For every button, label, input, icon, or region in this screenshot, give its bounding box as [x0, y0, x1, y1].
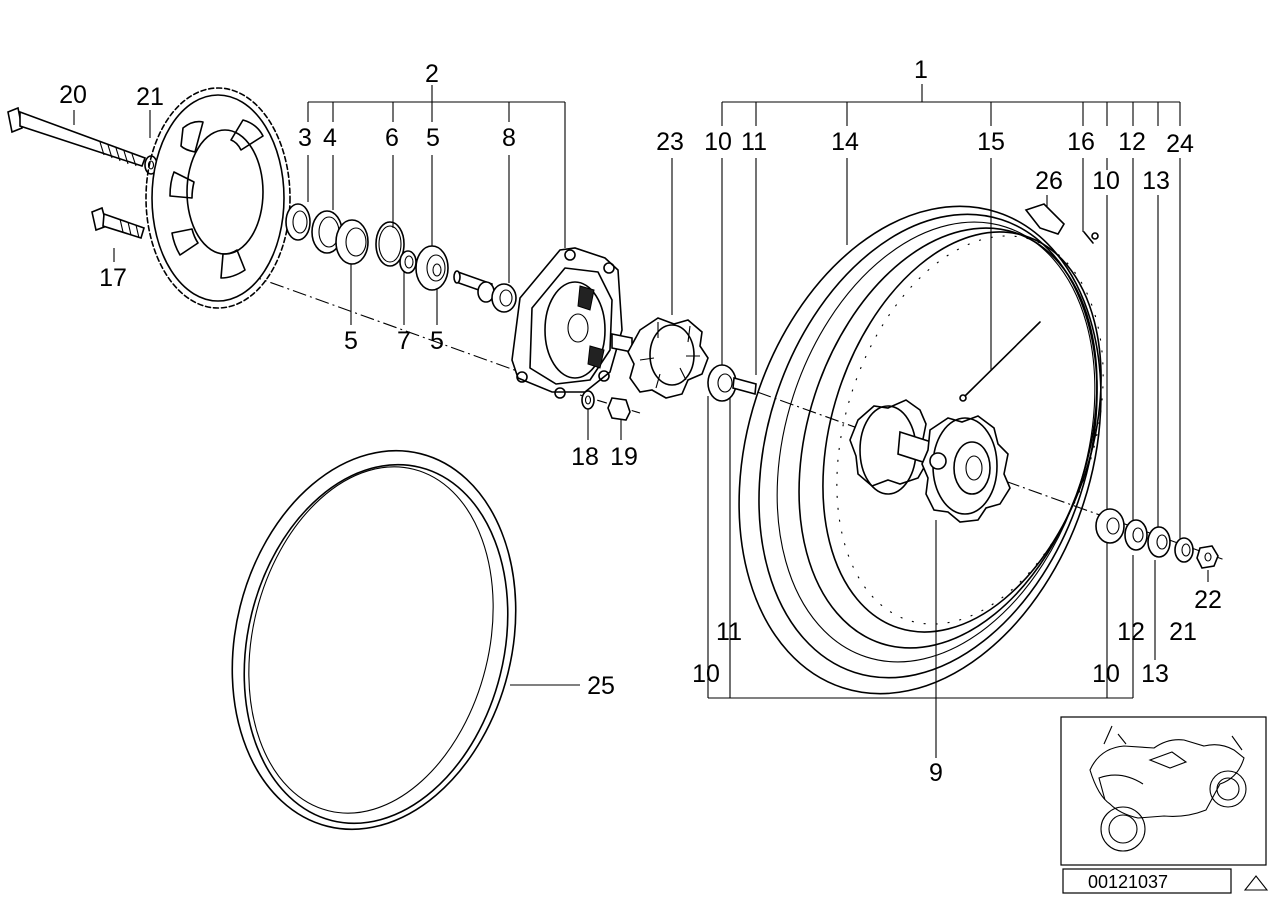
callout-2: 2 — [425, 60, 439, 88]
callout-13-top: 13 — [1142, 167, 1170, 195]
seal-3 — [285, 203, 311, 241]
balance-weight-26 — [1024, 203, 1066, 235]
callout-11-bottom: 11 — [716, 618, 742, 646]
callout-10-bottom-left: 10 — [692, 660, 720, 688]
circlip-6 — [375, 221, 405, 267]
tyre-25 — [231, 449, 517, 831]
short-bolt-17 — [91, 206, 145, 240]
callout-23: 23 — [656, 128, 684, 156]
callout-5-right: 5 — [430, 327, 444, 355]
callout-12-top: 12 — [1118, 128, 1146, 156]
callout-10-top-right: 10 — [1092, 167, 1120, 195]
wheel-rim — [738, 205, 1104, 695]
callout-17: 17 — [99, 264, 127, 292]
callout-5-top: 5 — [426, 124, 440, 152]
callout-7: 7 — [397, 327, 411, 355]
callout-15: 15 — [977, 128, 1005, 156]
callout-3: 3 — [298, 124, 312, 152]
thumbnail-frame — [1060, 716, 1267, 866]
callout-1: 1 — [914, 56, 928, 84]
callout-26: 26 — [1035, 167, 1063, 195]
callout-18: 18 — [571, 443, 599, 471]
bearing-8 — [477, 281, 517, 313]
spoke-15 — [959, 321, 1041, 402]
bearing-10-right — [1095, 508, 1125, 544]
callout-6: 6 — [385, 124, 399, 152]
long-bolt-20 — [7, 106, 147, 167]
spacer-12-right — [1124, 519, 1148, 551]
chain-sprocket — [145, 87, 291, 309]
callout-22: 22 — [1194, 586, 1222, 614]
callout-9: 9 — [929, 759, 943, 787]
washer-21-right — [1174, 537, 1194, 563]
diagram-code-box: 00121037 — [1062, 868, 1232, 894]
nut-22 — [1196, 545, 1219, 569]
callout-11-top: 11 — [741, 128, 767, 156]
bearing-5-b — [415, 245, 449, 291]
callout-16: 16 — [1067, 128, 1095, 156]
seal-13-right — [1147, 526, 1171, 558]
callout-labels: 1 2 3 4 5 5 5 5 6 7 8 9 10 10 10 10 11 1… — [59, 56, 1222, 787]
motorcycle-thumbnail — [1060, 716, 1267, 866]
sprocket-carrier — [511, 247, 633, 399]
callout-20: 20 — [59, 81, 87, 109]
bracket-bottom — [707, 396, 1156, 699]
motorcycle-outline-icon — [1089, 725, 1247, 852]
callout-13-bottom: 13 — [1141, 660, 1169, 688]
bearing-10-left — [707, 364, 737, 402]
callout-24: 24 — [1166, 130, 1194, 158]
callout-25: 25 — [587, 672, 615, 700]
callout-4: 4 — [323, 124, 337, 152]
spacer-7 — [399, 250, 417, 274]
callout-5-left: 5 — [344, 327, 358, 355]
callout-12-bottom: 12 — [1117, 618, 1145, 646]
valve-16 — [1083, 231, 1099, 244]
callout-21-right: 21 — [1169, 618, 1197, 646]
bracket-group-1 — [721, 84, 1181, 126]
nut-19 — [607, 397, 631, 421]
spacer-11-left — [732, 376, 757, 396]
callout-8: 8 — [502, 124, 516, 152]
bearing-5-a — [335, 219, 369, 265]
diagram-code: 00121037 — [1088, 872, 1168, 892]
callout-19: 19 — [610, 443, 638, 471]
wheel-hub-9 — [849, 399, 1011, 523]
washer-18 — [581, 390, 595, 410]
callout-10-bottom-right: 10 — [1092, 660, 1120, 688]
bracket-group-2 — [307, 85, 566, 248]
rubber-damper-23 — [627, 317, 709, 399]
callout-14: 14 — [831, 128, 859, 156]
triangle-outline-icon — [1243, 875, 1269, 891]
callout-21-left: 21 — [136, 83, 164, 111]
callout-10-top-left: 10 — [704, 128, 732, 156]
